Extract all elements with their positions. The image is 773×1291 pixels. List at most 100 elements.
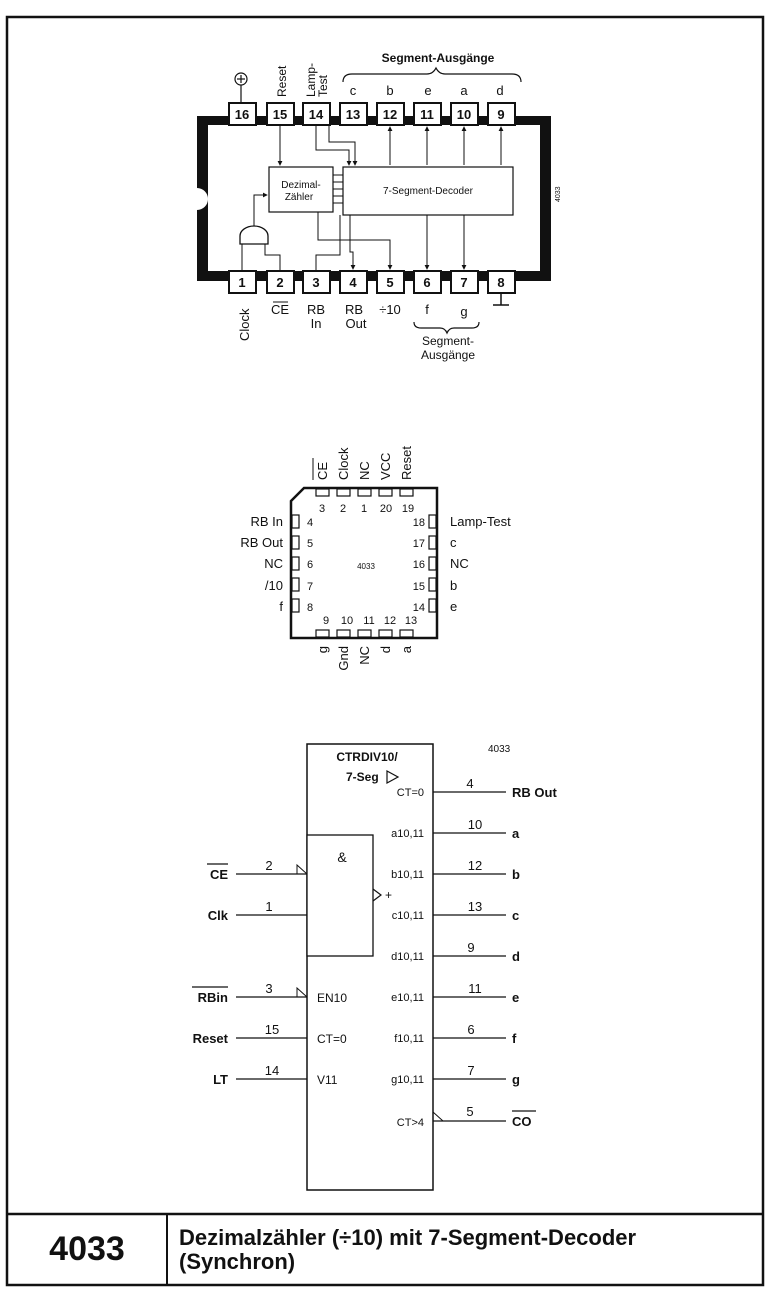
plus-label: + xyxy=(385,888,392,902)
logic-input-reset: 15 Reset CT=0 xyxy=(193,1022,347,1046)
plcc-left-num-7: 7 xyxy=(307,581,313,593)
output-rbout-func: CT=0 xyxy=(397,787,424,799)
input-lt-pin: 14 xyxy=(265,1063,279,1078)
decoder-label: 7-Segment-Decoder xyxy=(383,186,474,197)
pin13-label: c xyxy=(350,83,357,98)
pin6-number: 6 xyxy=(423,275,430,290)
clock-input-triangle xyxy=(372,888,382,902)
pin15-label: Reset xyxy=(275,65,289,97)
plcc-right-num-14: 14 xyxy=(413,602,425,614)
logic-input-ce: 2 CE xyxy=(207,858,308,882)
plcc-right-label-e: e xyxy=(450,599,457,614)
input-reset-func: CT=0 xyxy=(317,1032,347,1046)
plcc-left-label-rbout: RB Out xyxy=(240,535,283,550)
logic-part-number: 4033 xyxy=(488,744,511,755)
pin14-number: 14 xyxy=(309,107,324,122)
plcc-left-label-f: f xyxy=(279,599,283,614)
footer-title-line1: Dezimalzähler (÷10) mit 7-Segment-Decode… xyxy=(179,1225,637,1250)
output-d-func: d10,11 xyxy=(391,951,424,963)
plcc-right-label-c: c xyxy=(450,535,457,550)
counter-to-decoder-bus xyxy=(333,174,343,204)
pin9-label: d xyxy=(496,83,503,98)
pin7-label: g xyxy=(460,304,467,319)
output-e-pin: 11 xyxy=(468,981,482,996)
pin13-number: 13 xyxy=(346,107,360,122)
plcc-bottom-num-12: 12 xyxy=(384,615,396,627)
plcc-top-label-ce: CE xyxy=(315,462,330,480)
plcc-bottom-num-13: 13 xyxy=(405,615,417,627)
plcc-top-num-3: 3 xyxy=(319,503,325,515)
pin12-label: b xyxy=(386,83,393,98)
dip-internal-wiring xyxy=(241,125,504,271)
plcc-top-label-reset: Reset xyxy=(399,446,414,480)
plcc-top-num-1: 1 xyxy=(361,503,367,515)
plcc-top-num-19: 19 xyxy=(402,503,414,515)
output-f-pin: 6 xyxy=(467,1022,474,1037)
pin2-number: 2 xyxy=(276,275,283,290)
output-a-name: a xyxy=(512,826,520,841)
plcc-right-label-nc: NC xyxy=(450,556,469,571)
output-g-pin: 7 xyxy=(467,1063,474,1078)
plcc-left-num-6: 6 xyxy=(307,559,313,571)
output-c-pin: 13 xyxy=(468,899,482,914)
pin3-label-1: RB xyxy=(307,302,325,317)
input-rbin-func: EN10 xyxy=(317,991,347,1005)
plcc-top-label-clock: Clock xyxy=(336,447,351,480)
output-c-func: c10,11 xyxy=(392,910,424,922)
input-rbin-name: RBin xyxy=(198,990,228,1005)
page-border xyxy=(5,15,765,1287)
plcc-bottom-label-d: d xyxy=(378,646,393,653)
logic-main-box xyxy=(306,743,434,1191)
logic-output-g: g10,11 7 g xyxy=(391,1063,520,1087)
counter-label-2: Zähler xyxy=(285,192,314,203)
pin16-number: 16 xyxy=(235,107,249,122)
plcc-bottom-num-9: 9 xyxy=(323,615,329,627)
output-d-name: d xyxy=(512,949,520,964)
decimal-counter-block xyxy=(268,166,334,213)
dip-pinout-diagram: Segment-Ausgänge Reset Lamp- Test c b e … xyxy=(197,51,562,362)
logic-output-triangle xyxy=(386,769,400,785)
logic-output-b: b10,11 12 b xyxy=(391,858,520,882)
output-d-pin: 9 xyxy=(467,940,474,955)
plcc-bottom-label-gnd: Gnd xyxy=(336,646,351,671)
pin11-number: 11 xyxy=(420,107,434,122)
output-a-func: a10,11 xyxy=(391,828,424,840)
plcc-bottom-num-10: 10 xyxy=(341,615,353,627)
pin15-number: 15 xyxy=(273,107,287,122)
footer-title-line2: (Synchron) xyxy=(179,1249,296,1274)
logic-output-e: e10,11 11 e xyxy=(391,981,519,1005)
output-rbout-name: RB Out xyxy=(512,785,557,800)
pin3-number: 3 xyxy=(312,275,319,290)
plcc-top-label-vcc: VCC xyxy=(378,453,393,480)
output-c-name: c xyxy=(512,908,519,923)
plcc-left-label-nc: NC xyxy=(264,556,283,571)
top-segment-header: Segment-Ausgänge xyxy=(382,51,495,65)
plcc-top-pads xyxy=(315,488,414,497)
logic-input-lt: 14 LT V11 xyxy=(213,1063,338,1087)
output-co-name: CO xyxy=(512,1114,532,1129)
plcc-left-label-rbin: RB In xyxy=(250,514,283,529)
input-rbin-pin: 3 xyxy=(265,981,272,996)
output-co-pin: 5 xyxy=(466,1104,473,1119)
output-b-pin: 12 xyxy=(468,858,482,873)
plcc-pinout-diagram: CE Clock NC VCC Reset 3 2 1 20 19 RB In … xyxy=(240,446,511,671)
plcc-top-label-nc: NC xyxy=(357,461,372,480)
pin1-number: 1 xyxy=(238,275,245,290)
bottom-segment-header-1: Segment- xyxy=(422,334,474,348)
pin6-label: f xyxy=(425,302,429,317)
plcc-right-num-18: 18 xyxy=(413,517,425,529)
and-gate-symbol xyxy=(239,225,269,245)
input-ce-name: CE xyxy=(210,867,228,882)
and-label: & xyxy=(337,849,347,865)
pin5-number: 5 xyxy=(386,275,393,290)
logic-output-co: CT>4 5 CO xyxy=(397,1104,536,1129)
pin1-label: Clock xyxy=(237,308,252,341)
output-e-name: e xyxy=(512,990,519,1005)
plcc-left-num-8: 8 xyxy=(307,602,313,614)
pin5-label: ÷10 xyxy=(379,302,401,317)
logic-output-rbout: CT=0 4 RB Out xyxy=(397,776,558,800)
plcc-right-label-lamptest: Lamp-Test xyxy=(450,514,511,529)
plcc-right-num-15: 15 xyxy=(413,581,425,593)
output-co-func: CT>4 xyxy=(397,1117,424,1129)
